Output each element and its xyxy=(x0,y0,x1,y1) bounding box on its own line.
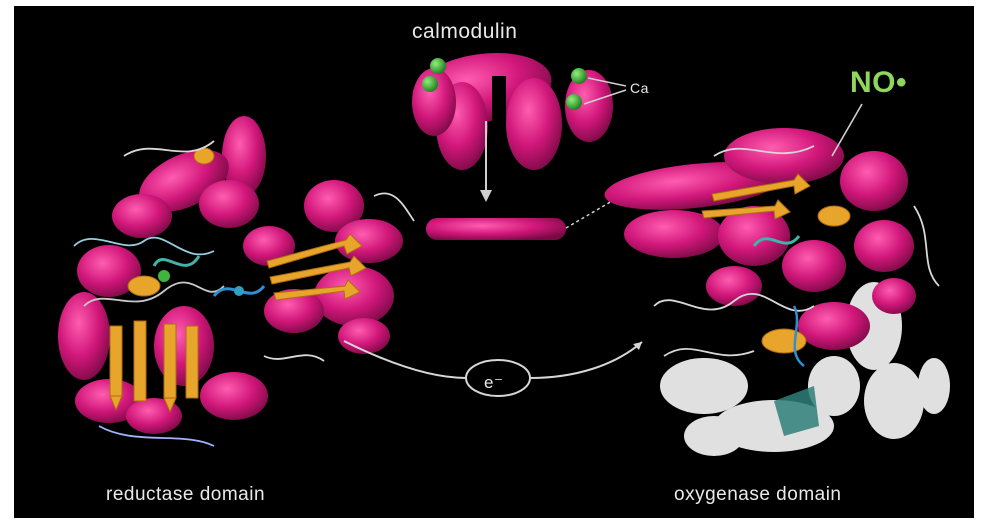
calcium-label: Ca xyxy=(630,80,649,96)
nitric-oxide-label: NO• xyxy=(850,66,907,100)
calmodulin-structure xyxy=(408,45,626,240)
reductase-domain-label: reductase domain xyxy=(106,484,265,506)
protein-structure-illustration xyxy=(14,6,974,518)
oxygenase-domain-label: oxygenase domain xyxy=(674,484,842,506)
electron-label: e⁻ xyxy=(484,373,503,393)
calmodulin-label: calmodulin xyxy=(412,20,517,44)
reductase-domain-structure xyxy=(58,116,414,446)
figure-canvas: calmodulin Ca NO• e⁻ reductase domain ox… xyxy=(14,6,974,518)
oxygenase-domain-structure xyxy=(602,104,950,456)
